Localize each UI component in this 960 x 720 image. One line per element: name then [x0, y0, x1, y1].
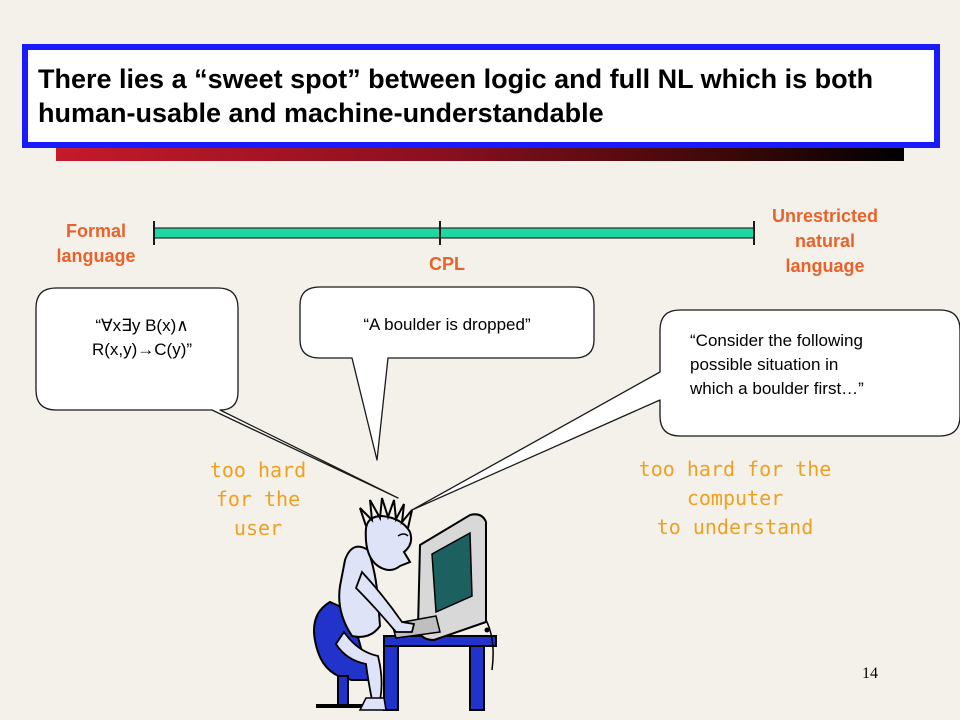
page-number: 14: [862, 665, 878, 682]
spectrum-label-formal: Formal language: [56, 221, 136, 266]
spectrum-label-natural: Unrestricted natural language: [771, 206, 879, 276]
note-too-hard-computer: too hard for the computer to understand: [638, 457, 832, 539]
note-too-hard-user: too hard for the user: [209, 458, 307, 540]
bubble-natural-text: “Consider the following possible situati…: [690, 331, 864, 398]
bubble-cpl-text: “A boulder is dropped”: [363, 315, 531, 334]
title-box: There lies a “sweet spot” between logic …: [22, 44, 940, 148]
spectrum-label-cpl: CPL: [429, 254, 465, 274]
bubble-logic-text: “∀x∃y B(x)∧ R(x,y)→C(y)”: [91, 316, 193, 359]
speech-bubble-cpl: [299, 286, 595, 461]
person-at-computer-illustration: [313, 497, 497, 711]
slide-title: There lies a “sweet spot” between logic …: [38, 64, 874, 128]
speech-bubble-logic: [35, 287, 399, 499]
speech-bubble-natural: [411, 309, 960, 511]
spectrum-bar: [153, 221, 755, 245]
